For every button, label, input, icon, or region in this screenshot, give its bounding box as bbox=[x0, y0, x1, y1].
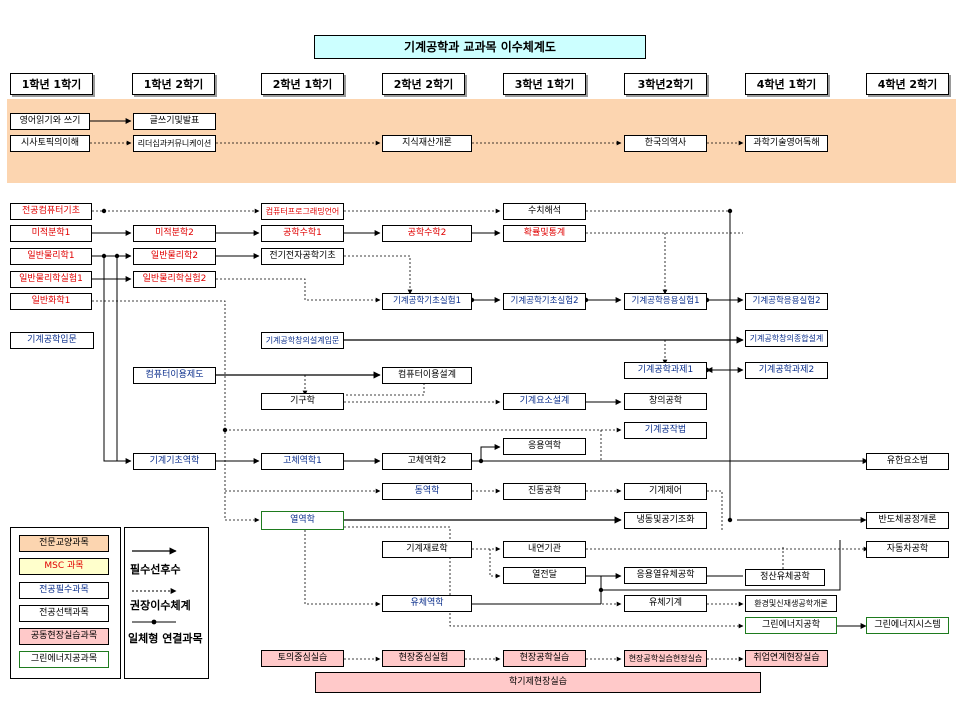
course-box[interactable]: 열역학 bbox=[261, 511, 344, 530]
course-box[interactable]: 전공컴퓨터기초 bbox=[10, 203, 92, 220]
course-box[interactable]: 현장공학실습현장실습 bbox=[624, 650, 707, 667]
course-box[interactable]: 내연기관 bbox=[503, 541, 586, 558]
course-box[interactable]: 현장중심실험 bbox=[382, 650, 465, 667]
course-box[interactable]: 동역학 bbox=[382, 483, 472, 500]
course-box[interactable]: 기계공학기초실험1 bbox=[382, 293, 472, 310]
course-box[interactable]: 일반물리학실험2 bbox=[133, 271, 216, 288]
course-box[interactable]: 리더십과커뮤니케이션 bbox=[133, 135, 216, 152]
legend-msc: MSC 과목 bbox=[19, 558, 109, 575]
semester-header: 2학년 1학기 bbox=[261, 73, 344, 95]
course-box[interactable]: 기계공학기초실험2 bbox=[503, 293, 586, 310]
course-box[interactable]: 한국의역사 bbox=[624, 135, 707, 152]
course-box[interactable]: 취업연계현장실습 bbox=[745, 650, 828, 667]
semester-header: 3학년 1학기 bbox=[503, 73, 586, 95]
semester-header: 1학년 1학기 bbox=[10, 73, 93, 95]
legend-lines-box bbox=[124, 527, 209, 679]
course-box[interactable]: 지식재산개론 bbox=[382, 135, 472, 152]
course-box[interactable]: 기계제어 bbox=[624, 483, 707, 500]
course-box[interactable]: 기계공학입문 bbox=[10, 332, 94, 349]
legend-major-required: 전공필수과목 bbox=[19, 582, 109, 599]
course-box[interactable]: 창의공학 bbox=[624, 393, 707, 410]
legend-recommended-label: 권장이수체계 bbox=[130, 599, 191, 612]
course-box[interactable]: 토의중심실습 bbox=[261, 650, 344, 667]
course-box[interactable]: 컴퓨터이용제도 bbox=[133, 367, 216, 384]
course-box[interactable]: 학기제현장실습 bbox=[315, 672, 761, 693]
course-box[interactable]: 응용역학 bbox=[503, 438, 586, 455]
course-box[interactable]: 반도체공정개론 bbox=[866, 512, 949, 529]
course-box[interactable]: 고체역학1 bbox=[261, 453, 344, 470]
semester-header: 1학년 2학기 bbox=[132, 73, 215, 95]
course-box[interactable]: 일반물리학1 bbox=[10, 248, 92, 265]
course-box[interactable]: 유체기계 bbox=[624, 595, 707, 612]
course-box[interactable]: 그린에너지공학 bbox=[745, 617, 837, 634]
course-box[interactable]: 기계공학응용실험1 bbox=[624, 293, 707, 310]
course-box[interactable]: 미적분학1 bbox=[10, 225, 92, 242]
course-box[interactable]: 글쓰기및발표 bbox=[133, 113, 216, 130]
course-box[interactable]: 과학기술영어독해 bbox=[745, 135, 828, 152]
diagram-title: 기계공학과 교과목 이수체계도 bbox=[314, 35, 646, 59]
course-box[interactable]: 열전달 bbox=[503, 567, 586, 584]
course-box[interactable]: 수치해석 bbox=[503, 203, 586, 220]
course-box[interactable]: 공학수학1 bbox=[261, 225, 344, 242]
course-box[interactable]: 확률및통계 bbox=[503, 225, 586, 242]
course-box[interactable]: 기계기초역학 bbox=[133, 453, 216, 470]
semester-header: 2학년 2학기 bbox=[382, 73, 465, 95]
legend-prereq-label: 필수선후수 bbox=[130, 563, 181, 576]
course-box[interactable]: 기계공학창의종합설계 bbox=[745, 330, 828, 347]
semester-header: 3학년2학기 bbox=[624, 73, 707, 95]
course-box[interactable]: 환경및신재생공학개론 bbox=[745, 595, 837, 612]
course-box[interactable]: 정산유체공학 bbox=[745, 569, 825, 586]
course-box[interactable]: 공학수학2 bbox=[382, 225, 472, 242]
course-box[interactable]: 기계공학창의설계입문 bbox=[261, 332, 344, 349]
legend-general: 전문교양과목 bbox=[19, 535, 109, 552]
legend-integrated-label: 일체형 연결과목 bbox=[128, 632, 203, 645]
course-box[interactable]: 일반물리학실험1 bbox=[10, 271, 92, 288]
course-box[interactable]: 시사토픽의이해 bbox=[10, 135, 90, 152]
course-box[interactable]: 기계공작법 bbox=[624, 422, 707, 439]
course-box[interactable]: 냉동및공기조화 bbox=[624, 512, 707, 529]
legend-green-energy: 그린에너지공과목 bbox=[19, 651, 109, 668]
course-box[interactable]: 기계요소설계 bbox=[503, 393, 586, 410]
course-box[interactable]: 기계공학과제2 bbox=[745, 362, 828, 379]
course-box[interactable]: 현장공학실습 bbox=[503, 650, 586, 667]
course-box[interactable]: 고체역학2 bbox=[382, 453, 472, 470]
semester-header: 4학년 1학기 bbox=[745, 73, 828, 95]
course-box[interactable]: 전기전자공학기초 bbox=[261, 248, 344, 265]
course-box[interactable]: 유체역학 bbox=[382, 595, 472, 612]
course-box[interactable]: 유한요소법 bbox=[866, 453, 949, 470]
course-box[interactable]: 컴퓨터이용설계 bbox=[382, 367, 472, 384]
course-box[interactable]: 컴퓨터프로그래밍언어 bbox=[261, 203, 344, 220]
course-box[interactable]: 일반물리학2 bbox=[133, 248, 216, 265]
legend-major-elective: 전공선택과목 bbox=[19, 605, 109, 622]
legend-joint-practice: 공동현장실습과목 bbox=[19, 628, 109, 645]
course-box[interactable]: 기계재료학 bbox=[382, 541, 472, 558]
semester-header: 4학년 2학기 bbox=[866, 73, 949, 95]
course-box[interactable]: 일반화학1 bbox=[10, 293, 92, 310]
course-box[interactable]: 미적분학2 bbox=[133, 225, 216, 242]
course-box[interactable]: 영어읽기와 쓰기 bbox=[10, 113, 90, 130]
course-box[interactable]: 그린에너지시스템 bbox=[866, 617, 949, 634]
course-box[interactable]: 응용열유체공학 bbox=[624, 567, 707, 584]
course-box[interactable]: 자동차공학 bbox=[866, 541, 949, 558]
course-box[interactable]: 기계공학과제1 bbox=[624, 362, 707, 379]
course-box[interactable]: 진동공학 bbox=[503, 483, 586, 500]
course-box[interactable]: 기계공학응용실험2 bbox=[745, 293, 828, 310]
course-box[interactable]: 기구학 bbox=[261, 393, 344, 410]
